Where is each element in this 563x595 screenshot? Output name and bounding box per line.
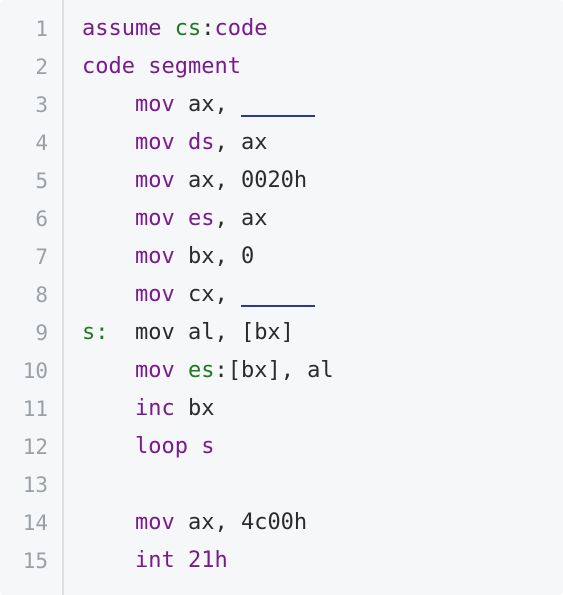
fill-in-blank bbox=[240, 114, 315, 117]
line-number: 7 bbox=[35, 245, 48, 269]
code-token: mov al, [bx] bbox=[134, 320, 294, 345]
line-number: 6 bbox=[35, 207, 48, 231]
line-number: 9 bbox=[35, 321, 48, 345]
code-text: int 21h bbox=[82, 542, 228, 580]
code-line: 14 mov ax, 4c00h bbox=[0, 504, 563, 542]
line-number: 15 bbox=[22, 549, 48, 573]
code-text: mov cx, bbox=[82, 276, 315, 314]
code-line: 7 mov bx, 0 bbox=[0, 238, 563, 276]
code-text: s: mov al, [bx] bbox=[82, 314, 294, 352]
fill-in-blank bbox=[240, 304, 315, 307]
code-line: 6 mov es, ax bbox=[0, 200, 563, 238]
line-number: 3 bbox=[35, 93, 48, 117]
code-line: 12 loop s bbox=[0, 428, 563, 466]
code-line: 9 s: mov al, [bx] bbox=[0, 314, 563, 352]
code-line: 2 code segment bbox=[0, 48, 563, 86]
code-token: cx, bbox=[187, 282, 241, 307]
code-token: mov bbox=[134, 206, 188, 231]
code-token: inc bbox=[134, 396, 188, 421]
code-token: , ax bbox=[214, 206, 268, 231]
code-text: loop s bbox=[82, 428, 214, 466]
code-token: es bbox=[187, 358, 215, 383]
code-token: mov bbox=[134, 168, 188, 193]
code-text: mov ax, 4c00h bbox=[82, 504, 307, 542]
code-token: es bbox=[187, 206, 215, 231]
code-token: bx, 0 bbox=[187, 244, 255, 269]
code-line: 15 int 21h bbox=[0, 542, 563, 580]
code-token bbox=[82, 358, 135, 383]
code-text: mov es, ax bbox=[82, 200, 267, 238]
code-text: mov ax, bbox=[82, 86, 315, 124]
code-line: 13 bbox=[0, 466, 563, 504]
code-token: :[bx], al bbox=[214, 358, 334, 383]
code-token: code bbox=[214, 16, 268, 41]
code-text: code segment bbox=[82, 48, 241, 86]
code-token: code segment bbox=[82, 54, 241, 79]
code-token: mov bbox=[134, 358, 188, 383]
code-line: 1 assume cs:code bbox=[0, 10, 563, 48]
line-number: 11 bbox=[22, 397, 48, 421]
code-token: s: bbox=[82, 320, 135, 345]
code-token: : bbox=[201, 16, 215, 41]
code-line: 11 inc bx bbox=[0, 390, 563, 428]
code-text: assume cs:code bbox=[82, 10, 267, 48]
line-number: 10 bbox=[22, 359, 48, 383]
code-token: cs bbox=[174, 16, 202, 41]
code-token bbox=[82, 396, 135, 421]
code-token: mov bbox=[134, 510, 188, 535]
code-token bbox=[82, 206, 135, 231]
code-text: mov bx, 0 bbox=[82, 238, 254, 276]
code-token bbox=[82, 130, 135, 155]
code-token: int 21h bbox=[134, 548, 228, 573]
code-line: 10 mov es:[bx], al bbox=[0, 352, 563, 390]
code-token: loop s bbox=[134, 434, 215, 459]
line-number: 2 bbox=[35, 55, 48, 79]
line-number: 8 bbox=[35, 283, 48, 307]
code-token bbox=[82, 510, 135, 535]
code-line: 5 mov ax, 0020h bbox=[0, 162, 563, 200]
code-token bbox=[82, 244, 135, 269]
code-text: mov ds, ax bbox=[82, 124, 267, 162]
code-text: mov ax, 0020h bbox=[82, 162, 307, 200]
line-number: 4 bbox=[35, 131, 48, 155]
code-token bbox=[82, 548, 135, 573]
code-token: ax, 4c00h bbox=[187, 510, 308, 535]
code-token bbox=[82, 168, 135, 193]
line-number: 12 bbox=[22, 435, 48, 459]
code-token: ds bbox=[187, 130, 215, 155]
code-token: ax, bbox=[187, 92, 241, 117]
code-token bbox=[82, 434, 135, 459]
code-token: bx bbox=[187, 396, 215, 421]
line-number-gutter bbox=[0, 0, 64, 595]
code-text: inc bx bbox=[82, 390, 214, 428]
code-token: assume bbox=[82, 16, 175, 41]
code-line: 3 mov ax, bbox=[0, 86, 563, 124]
line-number: 1 bbox=[35, 17, 48, 41]
code-line: 4 mov ds, ax bbox=[0, 124, 563, 162]
code-line: 8 mov cx, bbox=[0, 276, 563, 314]
code-token: mov bbox=[134, 130, 188, 155]
code-text: mov es:[bx], al bbox=[82, 352, 334, 390]
code-token: ax, 0020h bbox=[187, 168, 308, 193]
line-number: 5 bbox=[35, 169, 48, 193]
code-token: mov bbox=[134, 244, 188, 269]
code-token: mov bbox=[134, 282, 188, 307]
line-number: 14 bbox=[22, 511, 48, 535]
code-token: mov bbox=[134, 92, 188, 117]
code-token bbox=[82, 282, 135, 307]
code-token: , ax bbox=[214, 130, 268, 155]
line-number: 13 bbox=[22, 473, 48, 497]
code-token bbox=[82, 92, 135, 117]
code-lines: 1 assume cs:code 2 code segment 3 mov ax, 4 … bbox=[0, 10, 563, 580]
